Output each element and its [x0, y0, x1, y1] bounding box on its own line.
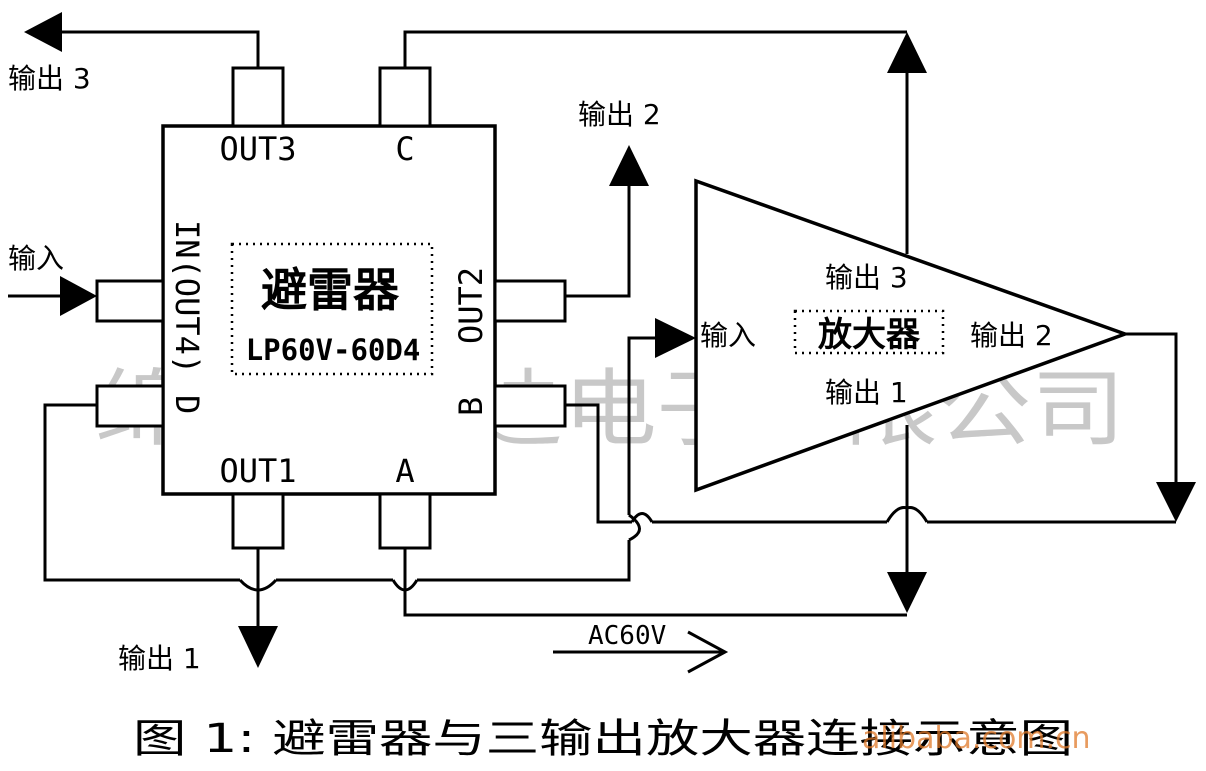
- external-output3-label: 输出 3: [8, 62, 91, 95]
- label-a: A: [395, 452, 414, 490]
- label-d: D: [168, 395, 206, 414]
- amp-output1-label: 输出 1: [825, 376, 908, 409]
- port-out1: [231, 492, 285, 550]
- arrester-model: LP60V-60D4: [246, 333, 421, 367]
- output2-arrowhead: [609, 145, 649, 186]
- amp-output2-label: 输出 2: [970, 319, 1053, 352]
- wires: [8, 30, 1178, 674]
- port-c: [378, 66, 432, 128]
- amp-output1-arrowhead: [887, 572, 927, 613]
- arrester-module: 避雷器 LP60V-60D4 OUT3 C OUT1 A IN(OUT4) D …: [95, 66, 567, 550]
- label-out3: OUT3: [219, 130, 296, 168]
- port-b: [493, 384, 567, 428]
- port-d: [95, 384, 165, 428]
- figure-caption: 图 1: 避雷器与三输出放大器连接示意图: [133, 716, 1073, 762]
- power-label: AC60V: [588, 621, 666, 651]
- amp-output2-arrowhead: [1156, 482, 1196, 522]
- amplifier-label-box: [793, 309, 945, 355]
- output3-arrowhead: [24, 12, 62, 52]
- amp-output3-label: 输出 3: [825, 261, 908, 294]
- port-out3: [231, 66, 285, 128]
- port-a: [378, 492, 432, 550]
- amplifier-name: 放大器: [818, 315, 921, 355]
- amplifier-module: 放大器 输入 输出 3 输出 1 输出 2: [694, 178, 1131, 493]
- arrester-label-box: [230, 242, 434, 376]
- port-in: [95, 279, 165, 323]
- arrowheads: [24, 12, 1196, 668]
- amplifier-triangle: [694, 178, 1131, 493]
- label-b: B: [452, 397, 490, 416]
- label-out1: OUT1: [219, 452, 296, 490]
- label-out2: OUT2: [452, 267, 490, 344]
- external-input-label: 输入: [8, 242, 64, 275]
- label-c: C: [395, 130, 414, 168]
- external-output1-label: 输出 1: [118, 642, 201, 675]
- site-watermark: alibaba.com.cn: [862, 721, 1091, 756]
- amp-input-label: 输入: [700, 319, 756, 352]
- external-output2-label: 输出 2: [578, 98, 661, 131]
- output1-arrowhead: [238, 626, 278, 668]
- amp-input-arrowhead: [655, 318, 696, 358]
- label-in-out4: IN(OUT4): [168, 220, 206, 374]
- port-out2: [493, 279, 567, 323]
- arrester-name: 避雷器: [261, 263, 400, 317]
- amp-output3-arrowhead: [887, 32, 927, 73]
- input-arrowhead: [60, 276, 97, 316]
